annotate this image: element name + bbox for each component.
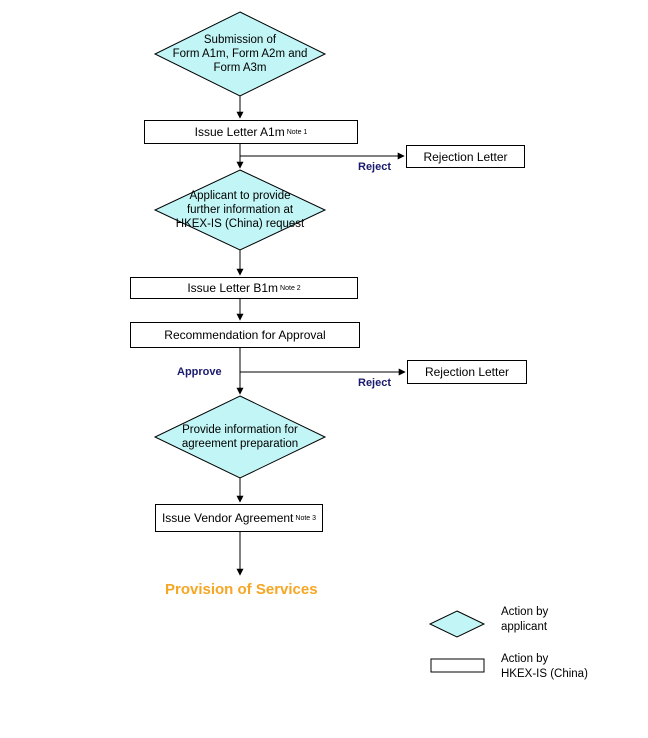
further-info-text: Applicant to provide further information… — [175, 190, 305, 230]
rejection-letter-box-1: Rejection Letter — [406, 145, 525, 168]
recommendation-box: Recommendation for Approval — [130, 322, 360, 348]
submission-text: Submission of Form A1m, Form A2m and For… — [172, 34, 308, 74]
note-1: Note 1 — [286, 128, 308, 136]
reject-label-1: Reject — [358, 161, 392, 173]
approve-label: Approve — [177, 366, 222, 378]
rejection-letter-box-2: Rejection Letter — [407, 360, 527, 384]
legend-hkex-text: Action by HKEX-IS (China) — [501, 653, 588, 680]
legend-rect-icon — [430, 658, 485, 673]
note-2: Note 2 — [280, 284, 301, 292]
provide-info-text: Provide information for agreement prepar… — [181, 424, 299, 450]
reject-label-2: Reject — [358, 377, 392, 389]
legend-diamond-icon — [428, 610, 486, 638]
provision-of-services: Provision of Services — [165, 581, 318, 598]
note-3: Note 3 — [295, 514, 317, 522]
legend-applicant-text: Action by applicant — [501, 606, 549, 633]
